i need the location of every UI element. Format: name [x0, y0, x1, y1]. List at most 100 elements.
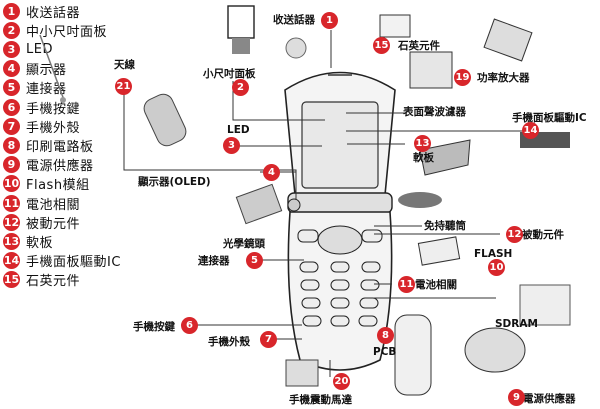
legend-item: 14 手機面板驅動IC [0, 251, 121, 271]
legend-number: 9 [3, 156, 20, 174]
legend-item: 2 中小尺吋面板 [0, 20, 107, 40]
marker-6: 6 [181, 317, 198, 334]
marker-20: 20 [333, 373, 350, 390]
antenna-tip [60, 97, 66, 103]
marker-2: 2 [232, 79, 249, 96]
marker-21: 21 [115, 78, 132, 95]
legend-number: 7 [3, 117, 20, 135]
label-battery: 電池相關 [415, 279, 457, 291]
legend-label: 手機按鍵 [26, 101, 81, 117]
legend-number: 5 [3, 79, 20, 97]
marker-3: 3 [223, 137, 240, 154]
legend-number: 13 [3, 232, 20, 250]
legend-item: 6 手機按鍵 [0, 97, 80, 117]
marker-8: 8 [377, 327, 394, 344]
housing-small-drawing [143, 93, 187, 147]
legend-number: 14 [3, 252, 20, 270]
marker-4: 4 [263, 164, 280, 181]
legend-label: 顯示器 [26, 63, 67, 79]
softkey-left [297, 229, 319, 243]
keypad-grid [299, 261, 381, 327]
quartz-drawing [379, 14, 411, 38]
legend-item: 7 手機外殼 [0, 116, 80, 136]
legend-label: 手機外殼 [26, 120, 81, 136]
label-housing: 手機外殼 [208, 336, 250, 348]
pcb-drawing [394, 314, 432, 396]
legend-item: 15 石英元件 [0, 270, 80, 290]
label-flex: 軟板 [413, 152, 434, 164]
legend-label: 中小尺吋面板 [26, 24, 108, 40]
flex-drawing [419, 139, 471, 176]
legend-label: 手機面板驅動IC [26, 255, 121, 271]
marker-5: 5 [246, 252, 263, 269]
label-antenna: 天線 [114, 59, 135, 71]
marker-1: 1 [321, 12, 338, 29]
antenna-wire [39, 34, 65, 101]
legend-number: 15 [3, 271, 20, 289]
motor-drawing [285, 359, 319, 387]
label-pcb: PCB [373, 346, 397, 358]
legend-label: 石英元件 [26, 274, 81, 290]
label-small-panel: 小尺吋面板 [203, 68, 256, 80]
legend-number: 12 [3, 213, 20, 231]
label-flash: FLASH [474, 248, 513, 260]
marker-9: 9 [508, 389, 525, 406]
battery-drawing [417, 236, 461, 266]
legend-label: LED [26, 41, 53, 57]
label-optical-lens: 光學鏡頭 [223, 238, 265, 250]
marker-7: 7 [260, 331, 277, 348]
label-keypad: 手機按鍵 [133, 321, 175, 333]
marker-13: 13 [414, 135, 431, 152]
legend-item: 13 軟板 [0, 231, 53, 251]
label-passive: 被動元件 [522, 229, 564, 241]
label-quartz: 石英元件 [398, 40, 440, 52]
marker-14: 14 [522, 122, 539, 139]
legend-label: 被動元件 [26, 216, 81, 232]
softkey-right [361, 229, 383, 243]
power-amp-drawing [483, 18, 533, 62]
marker-10: 10 [488, 259, 505, 276]
legend-number: 11 [3, 194, 20, 212]
phone-screen [301, 101, 379, 189]
label-power-amp: 功率放大器 [477, 72, 530, 84]
label-driver-ic: 手機面板驅動IC [512, 112, 587, 124]
legend-number: 6 [3, 98, 20, 116]
label-connector: 連接器 [198, 255, 230, 267]
charger-drawing [464, 327, 526, 373]
label-power-supply: 電源供應器 [523, 393, 576, 405]
receiver-drawing [285, 37, 307, 59]
legend-label: 連接器 [26, 82, 67, 98]
sdram-drawing [519, 284, 571, 326]
legend-number: 8 [3, 136, 20, 154]
label-vibration-motor: 手機震動馬達 [289, 394, 352, 406]
legend-label: 軟板 [26, 235, 54, 251]
marker-11: 11 [398, 276, 415, 293]
label-led: LED [227, 124, 250, 136]
label-sdram: SDRAM [495, 318, 538, 330]
label-display-oled: 顯示器(OLED) [138, 176, 211, 188]
small-panel-connector [232, 38, 250, 54]
legend-label: 電源供應器 [26, 159, 94, 175]
camera-lens [287, 198, 301, 212]
marker-19: 19 [454, 69, 471, 86]
nav-pad [317, 225, 363, 255]
legend-number: 4 [3, 60, 20, 78]
small-panel-drawing [227, 5, 255, 39]
legend-label: 收送話器 [26, 5, 81, 21]
phone-hinge [287, 192, 393, 214]
handsfree-drawing [398, 192, 442, 208]
label-handsfree: 免持聽筒 [424, 220, 466, 232]
label-saw-filter: 表面聲波濾器 [403, 106, 466, 118]
optical-lens-drawing [235, 183, 283, 225]
legend-label: 電池相關 [26, 197, 81, 213]
legend-number: 2 [3, 21, 20, 39]
marker-12: 12 [506, 226, 523, 243]
legend-number: 10 [3, 175, 20, 193]
legend-item: 12 被動元件 [0, 212, 80, 232]
legend-label: 印刷電路板 [26, 139, 94, 155]
label-receiver: 收送話器 [273, 14, 315, 26]
